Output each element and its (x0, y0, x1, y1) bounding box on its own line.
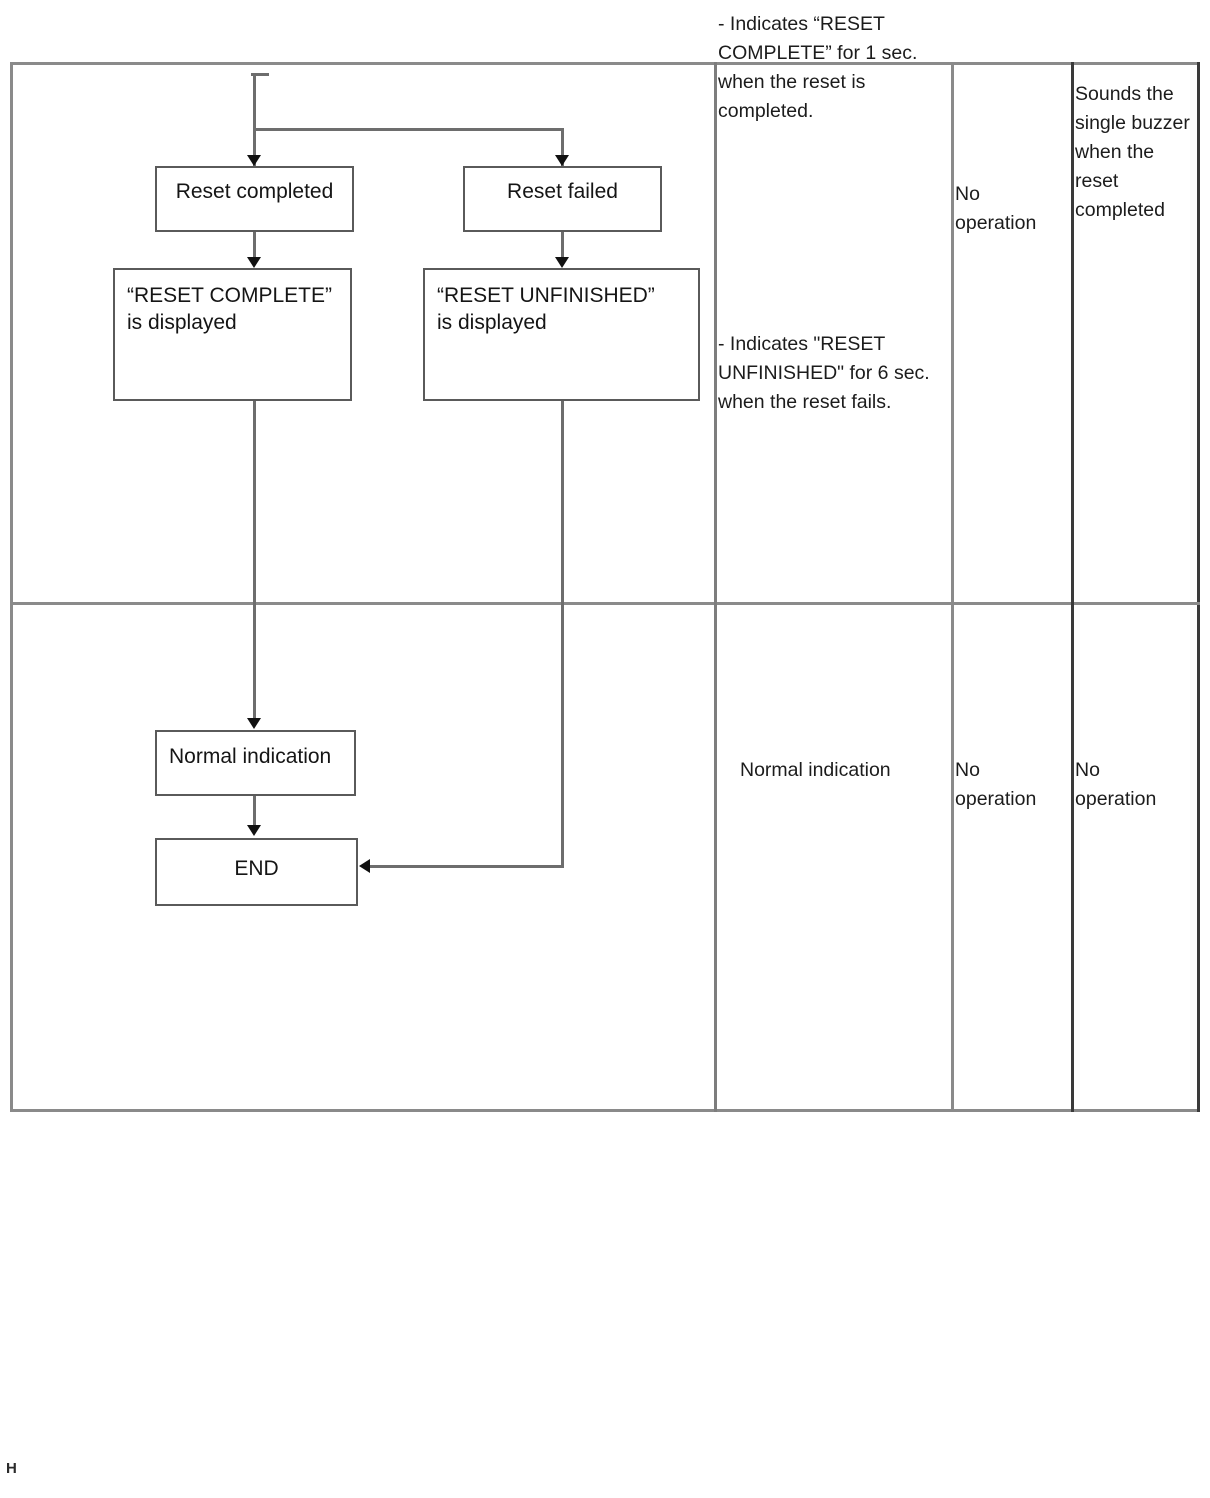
table-border-right (1197, 62, 1200, 1112)
cell-indication-row2: Normal indication (740, 759, 891, 781)
cell-indication-reset-complete: - Indicates “RESET COMPLETE” for 1 sec. … (718, 13, 918, 122)
table-column-divider-buzzer (1071, 62, 1074, 1112)
cell-buzzer-row2: No operation (1075, 759, 1157, 810)
cell-indication-reset-unfinished: - Indicates "RESET UNFINISHED" for 6 sec… (718, 333, 930, 413)
cell-operation-row2: No operation (955, 759, 1037, 810)
table-row-divider (10, 602, 1200, 605)
spec-table (10, 62, 1200, 1112)
page-marker: H (6, 1460, 17, 1477)
table-border-left (10, 62, 13, 1112)
cell-operation-row1: No operation (955, 183, 1037, 234)
table-column-divider-indication (714, 62, 717, 1112)
table-column-divider-operation (951, 62, 954, 1112)
table-border-top (10, 62, 1200, 65)
table-border-bottom (10, 1109, 1200, 1112)
cell-buzzer-row1: Sounds the single buzzer when the reset … (1075, 83, 1190, 221)
